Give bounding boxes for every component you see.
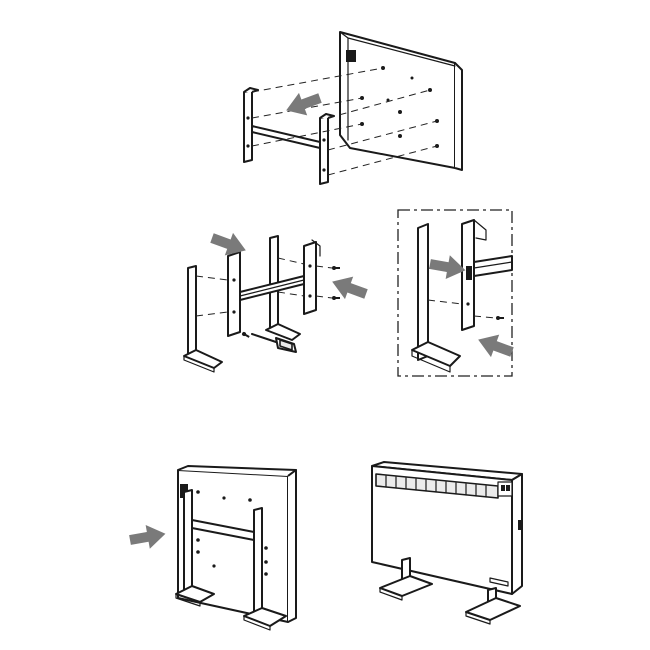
arrow-icon	[282, 86, 325, 122]
screwdriver-icon	[251, 333, 297, 353]
screw-icon	[240, 330, 252, 340]
arrow-icon	[474, 328, 517, 364]
arrow-icon	[127, 521, 168, 552]
screw-icon	[331, 295, 341, 301]
step-3-feet-frame	[175, 489, 287, 631]
screw-icon	[331, 265, 341, 271]
step-2-assembly	[183, 235, 321, 373]
step-2-guides	[195, 257, 333, 317]
screw-icon	[495, 315, 505, 321]
grille-slots	[385, 475, 487, 498]
step-1-panel	[339, 31, 463, 171]
step-1-guides	[251, 67, 438, 176]
step-1-feet-frame	[243, 87, 335, 185]
arrow-icon	[328, 270, 371, 306]
step-4-heater	[371, 461, 523, 595]
step-4-feet	[379, 557, 521, 625]
step-2-detail-box	[397, 209, 513, 377]
